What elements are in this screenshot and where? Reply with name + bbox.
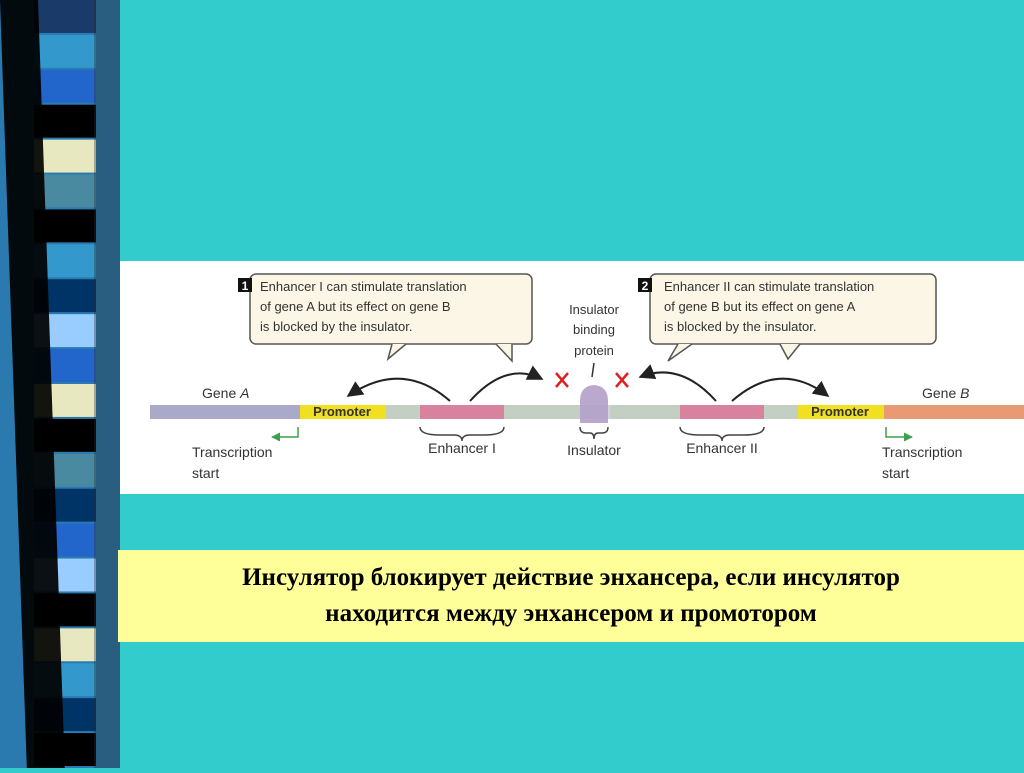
insulator-binding-protein-label-2: binding xyxy=(573,322,615,337)
stripe-block xyxy=(34,139,96,173)
callout-2-number: 2 xyxy=(642,279,649,293)
enhancer-1-region xyxy=(420,405,504,419)
callout-2: 2 Enhancer II can stimulate translation … xyxy=(638,273,937,362)
promoter-a-region xyxy=(300,405,386,419)
gene-a-region xyxy=(150,405,300,419)
transcription-start-a-label-1: Transcription xyxy=(192,444,272,460)
blocked-x-left-icon xyxy=(555,372,569,388)
callout-1-pointer-left xyxy=(386,343,407,362)
transcription-start-b-arrow xyxy=(885,427,913,442)
stripe-block xyxy=(34,0,96,33)
callout-1-number: 1 xyxy=(242,279,249,293)
callout-2-number-badge xyxy=(638,278,652,292)
enhancer-2-to-gene-a-arrow xyxy=(638,364,717,402)
enhancer-2-to-gene-b-arrow xyxy=(731,377,830,402)
promoter-b-region xyxy=(798,405,884,419)
callout-2-pointer-right xyxy=(779,343,801,361)
caption-line-2: находится между энхансером и промотором xyxy=(325,600,817,627)
caption-line-1: Инсулятор блокирует действие энхансера, … xyxy=(242,564,900,591)
insulator-protein-pointer xyxy=(591,362,595,378)
insulator-brace xyxy=(579,426,609,440)
transcription-start-a-arrow xyxy=(271,427,299,442)
callout-1-box xyxy=(249,273,533,345)
callout-1-line-2: of gene A but its effect on gene B xyxy=(260,299,451,314)
enhancer-2-label: Enhancer II xyxy=(686,440,758,456)
callout-1: 1 Enhancer I can stimulate translation o… xyxy=(238,273,533,363)
enhancer-1-brace xyxy=(419,426,505,442)
insulator-binding-protein-label-1: Insulator xyxy=(569,302,620,317)
enhancer-1-label: Enhancer I xyxy=(428,440,496,456)
insulator-protein-shape xyxy=(580,385,608,423)
transcription-start-a-label-2: start xyxy=(192,465,219,481)
enhancer-2-region xyxy=(680,405,764,419)
stripe-block xyxy=(34,34,96,68)
blocked-x-right-icon xyxy=(615,372,629,388)
transcription-start-b-label-1: Transcription xyxy=(882,444,962,460)
callout-1-number-badge xyxy=(238,278,252,292)
gene-a-label: Gene A xyxy=(202,385,249,401)
spacer-region xyxy=(386,405,420,419)
stripe-block xyxy=(34,104,96,138)
stripe-graphic xyxy=(0,0,120,768)
decorative-stripe xyxy=(0,0,120,768)
callout-2-pointer-left xyxy=(667,343,693,362)
dna-strand xyxy=(150,405,1024,419)
callout-2-line-1: Enhancer II can stimulate translation xyxy=(664,279,874,294)
callout-2-line-2: of gene B but its effect on gene A xyxy=(664,299,856,314)
stripe-block xyxy=(34,69,96,103)
transcription-start-b-label-2: start xyxy=(882,465,909,481)
gene-b-region xyxy=(884,405,1024,419)
insulator-label: Insulator xyxy=(567,442,621,458)
callout-1-pointer-right xyxy=(495,343,513,363)
enhancer-1-to-gene-b-arrow xyxy=(469,365,544,402)
caption-box: Инсулятор блокирует действие энхансера, … xyxy=(118,550,1024,642)
promoter-a-label: Promoter xyxy=(313,404,371,419)
spacer-region xyxy=(610,405,680,419)
spacer-region xyxy=(504,405,580,419)
callout-1-line-1: Enhancer I can stimulate translation xyxy=(260,279,467,294)
enhancer-1-to-gene-a-arrow xyxy=(346,377,451,402)
gene-b-label: Gene B xyxy=(922,385,969,401)
promoter-b-label: Promoter xyxy=(811,404,869,419)
spacer-region xyxy=(764,405,798,419)
callout-1-line-3: is blocked by the insulator. xyxy=(260,319,412,334)
callout-2-line-3: is blocked by the insulator. xyxy=(664,319,816,334)
insulator-diagram: 1 Enhancer I can stimulate translation o… xyxy=(120,261,1024,494)
insulator-binding-protein-label-3: protein xyxy=(574,343,614,358)
enhancer-2-brace xyxy=(679,426,765,442)
